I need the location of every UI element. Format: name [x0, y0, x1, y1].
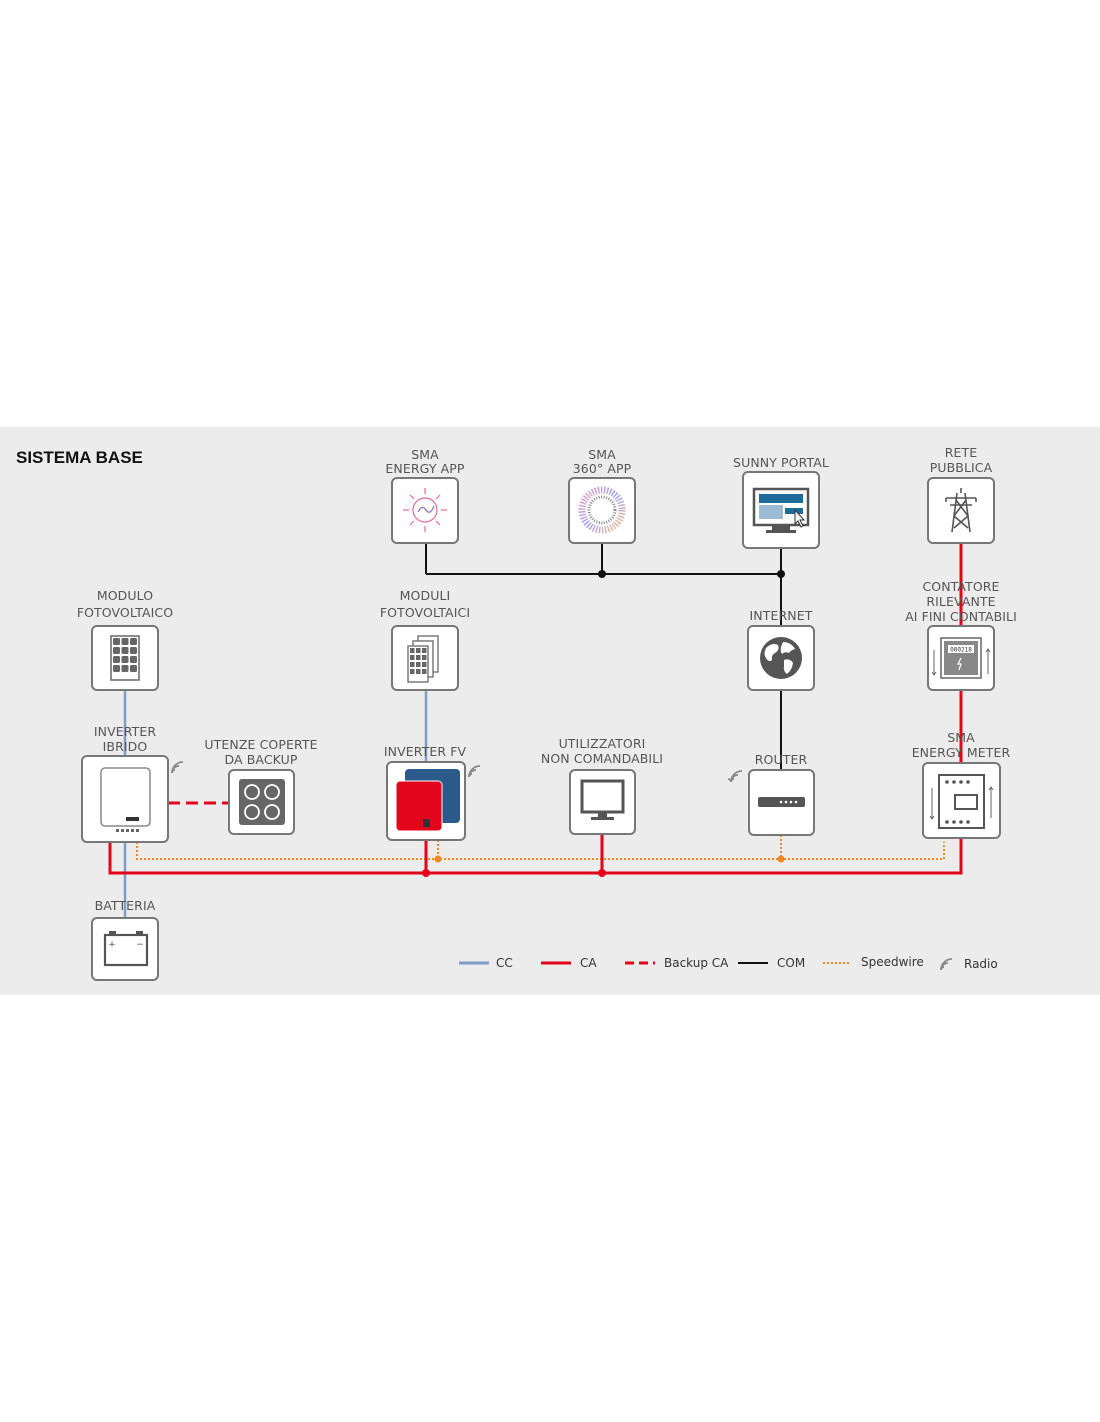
svg-text:CC: CC	[496, 956, 513, 970]
internet-node	[747, 625, 815, 691]
energy-meter-node	[922, 762, 1001, 839]
billing-meter-icon: 000218	[931, 637, 991, 679]
power-pylon-icon	[945, 488, 977, 533]
svg-text:Radio: Radio	[964, 957, 998, 971]
legend-item-ac: CA	[541, 956, 597, 970]
pv-module-node	[91, 625, 159, 691]
com-junctions	[598, 570, 785, 578]
diagram-title: SISTEMA BASE	[16, 448, 143, 467]
legend-item-com: COM	[738, 956, 805, 970]
billing-meter-node: 000218	[927, 625, 995, 691]
svg-text:Speedwire: Speedwire	[861, 955, 924, 969]
sunny-portal-node	[742, 471, 820, 549]
svg-text:−: −	[136, 940, 144, 950]
label-router: ROUTER	[755, 752, 808, 767]
public-grid-node	[927, 477, 995, 544]
legend-item-backup-ac: Backup CA	[625, 956, 729, 970]
label-battery: BATTERIA	[95, 898, 156, 913]
monitor-icon	[580, 779, 625, 820]
label-pv-inverter: INVERTER FV	[384, 744, 467, 759]
pv-inverter-icon	[395, 769, 460, 832]
cooktop-icon	[239, 779, 285, 825]
dc-lines	[123, 690, 428, 920]
ac-junctions	[422, 869, 606, 877]
energy-app-node	[391, 477, 459, 544]
monitor-portal-icon	[752, 487, 810, 533]
app-360-node	[568, 477, 636, 544]
legend: CC CA Backup CA COM Speedwire Radio	[459, 955, 998, 971]
solar-panels-icon	[407, 635, 439, 683]
pv-modules-node	[391, 625, 459, 691]
backup-loads-node	[228, 769, 295, 835]
router-icon	[758, 797, 805, 807]
legend-item-radio: Radio	[940, 957, 998, 971]
legend-item-speedwire: Speedwire	[823, 955, 924, 969]
battery-icon: + −	[103, 931, 149, 967]
energy-app-icon	[403, 488, 447, 532]
router-node	[727, 769, 815, 836]
energy-meter-icon	[929, 774, 994, 829]
label-sunny-portal: SUNNY PORTAL	[733, 455, 829, 470]
solar-panel-icon	[110, 635, 140, 681]
pv-inverter-node	[386, 761, 481, 841]
speedwire-junctions	[434, 855, 785, 863]
radio-icon	[727, 770, 743, 783]
legend-item-dc: CC	[459, 956, 513, 970]
svg-text:+: +	[108, 940, 116, 950]
radio-icon	[171, 761, 184, 774]
battery-node: + −	[91, 917, 159, 981]
diagram-panel	[0, 427, 1100, 995]
svg-text:CA: CA	[580, 956, 597, 970]
svg-text:Backup CA: Backup CA	[664, 956, 729, 970]
radio-icon	[468, 765, 481, 778]
globe-icon	[760, 637, 802, 679]
app-360-icon	[578, 486, 626, 534]
svg-text:COM: COM	[777, 956, 805, 970]
uncontrolled-loads-node	[569, 769, 636, 835]
meter-display: 000218	[950, 647, 972, 654]
hybrid-inverter-icon	[100, 767, 151, 832]
speedwire-lines	[136, 835, 945, 860]
label-internet: INTERNET	[750, 608, 813, 623]
hybrid-inverter-node	[81, 755, 184, 843]
radio-icon	[940, 958, 953, 971]
